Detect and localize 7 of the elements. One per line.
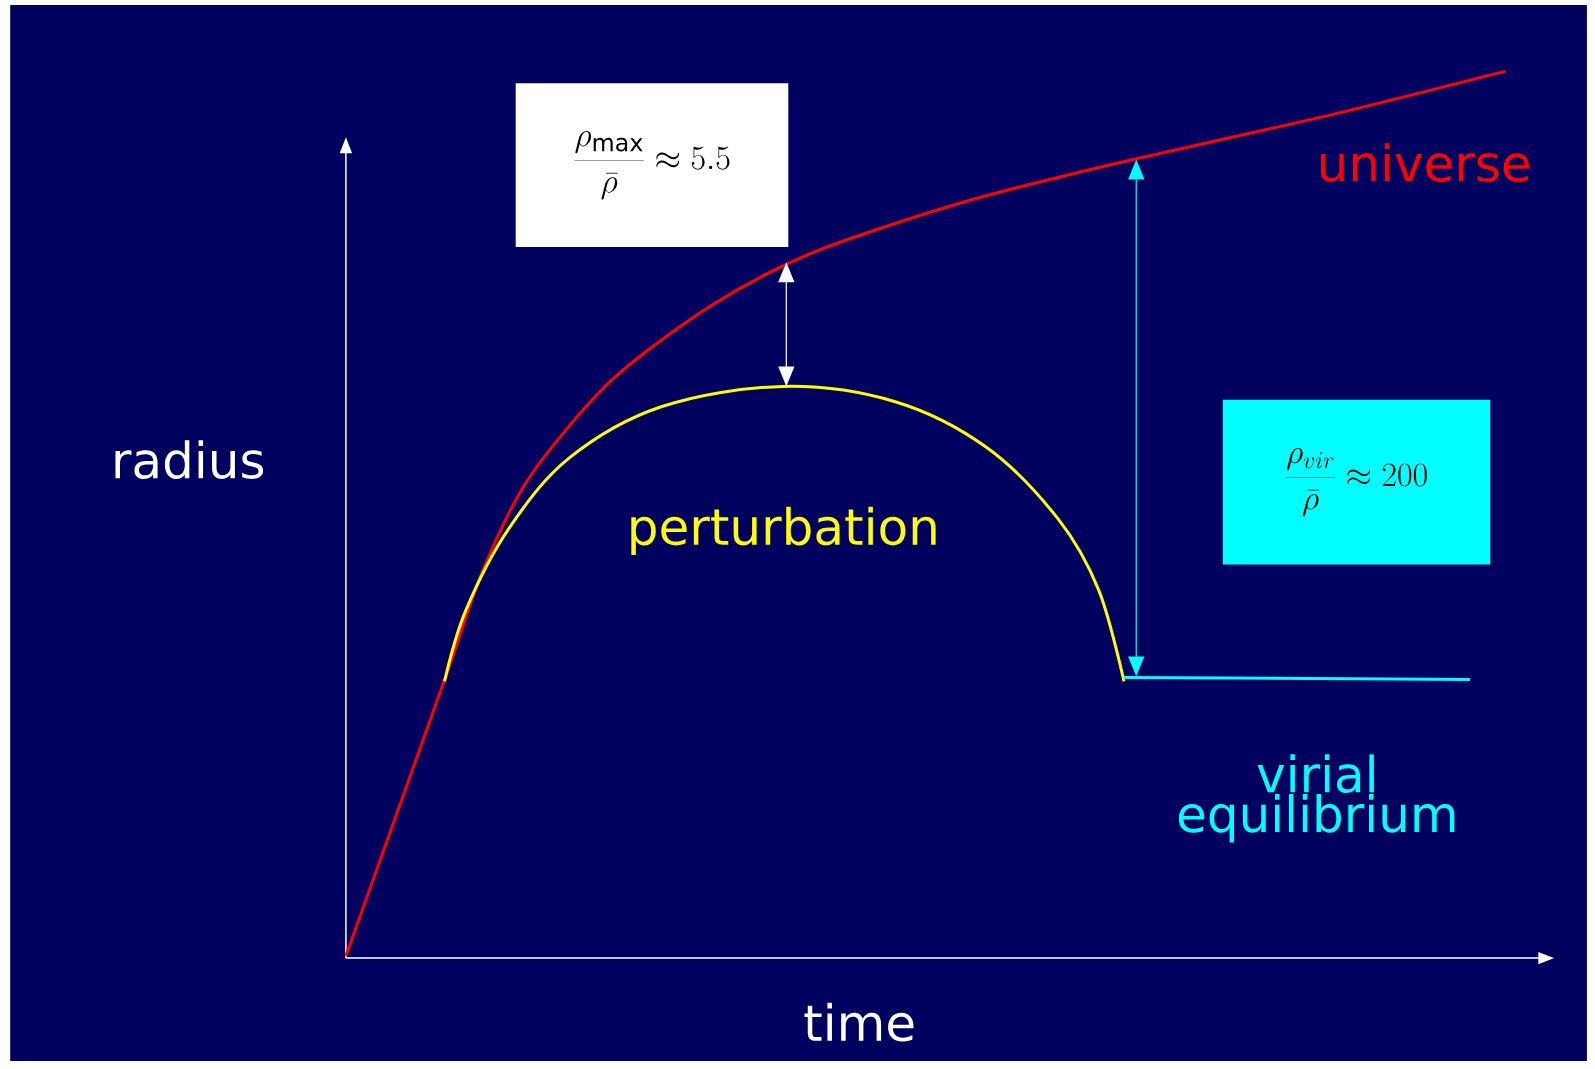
curve-label: virial equilibrium <box>1178 754 1455 843</box>
curve-label: universe <box>1320 143 1529 183</box>
axis-label: time <box>804 1002 914 1042</box>
curve-label: perturbation <box>631 506 936 556</box>
formula-box: $\frac{\rho_{\max}}{\bar{\rho}}\approx 5.5$ <box>515 83 789 248</box>
formula-box: $\frac{\rho_{vir}}{\bar{\rho}}\approx 200$ <box>1222 399 1491 565</box>
axis-label: radius <box>115 440 264 480</box>
